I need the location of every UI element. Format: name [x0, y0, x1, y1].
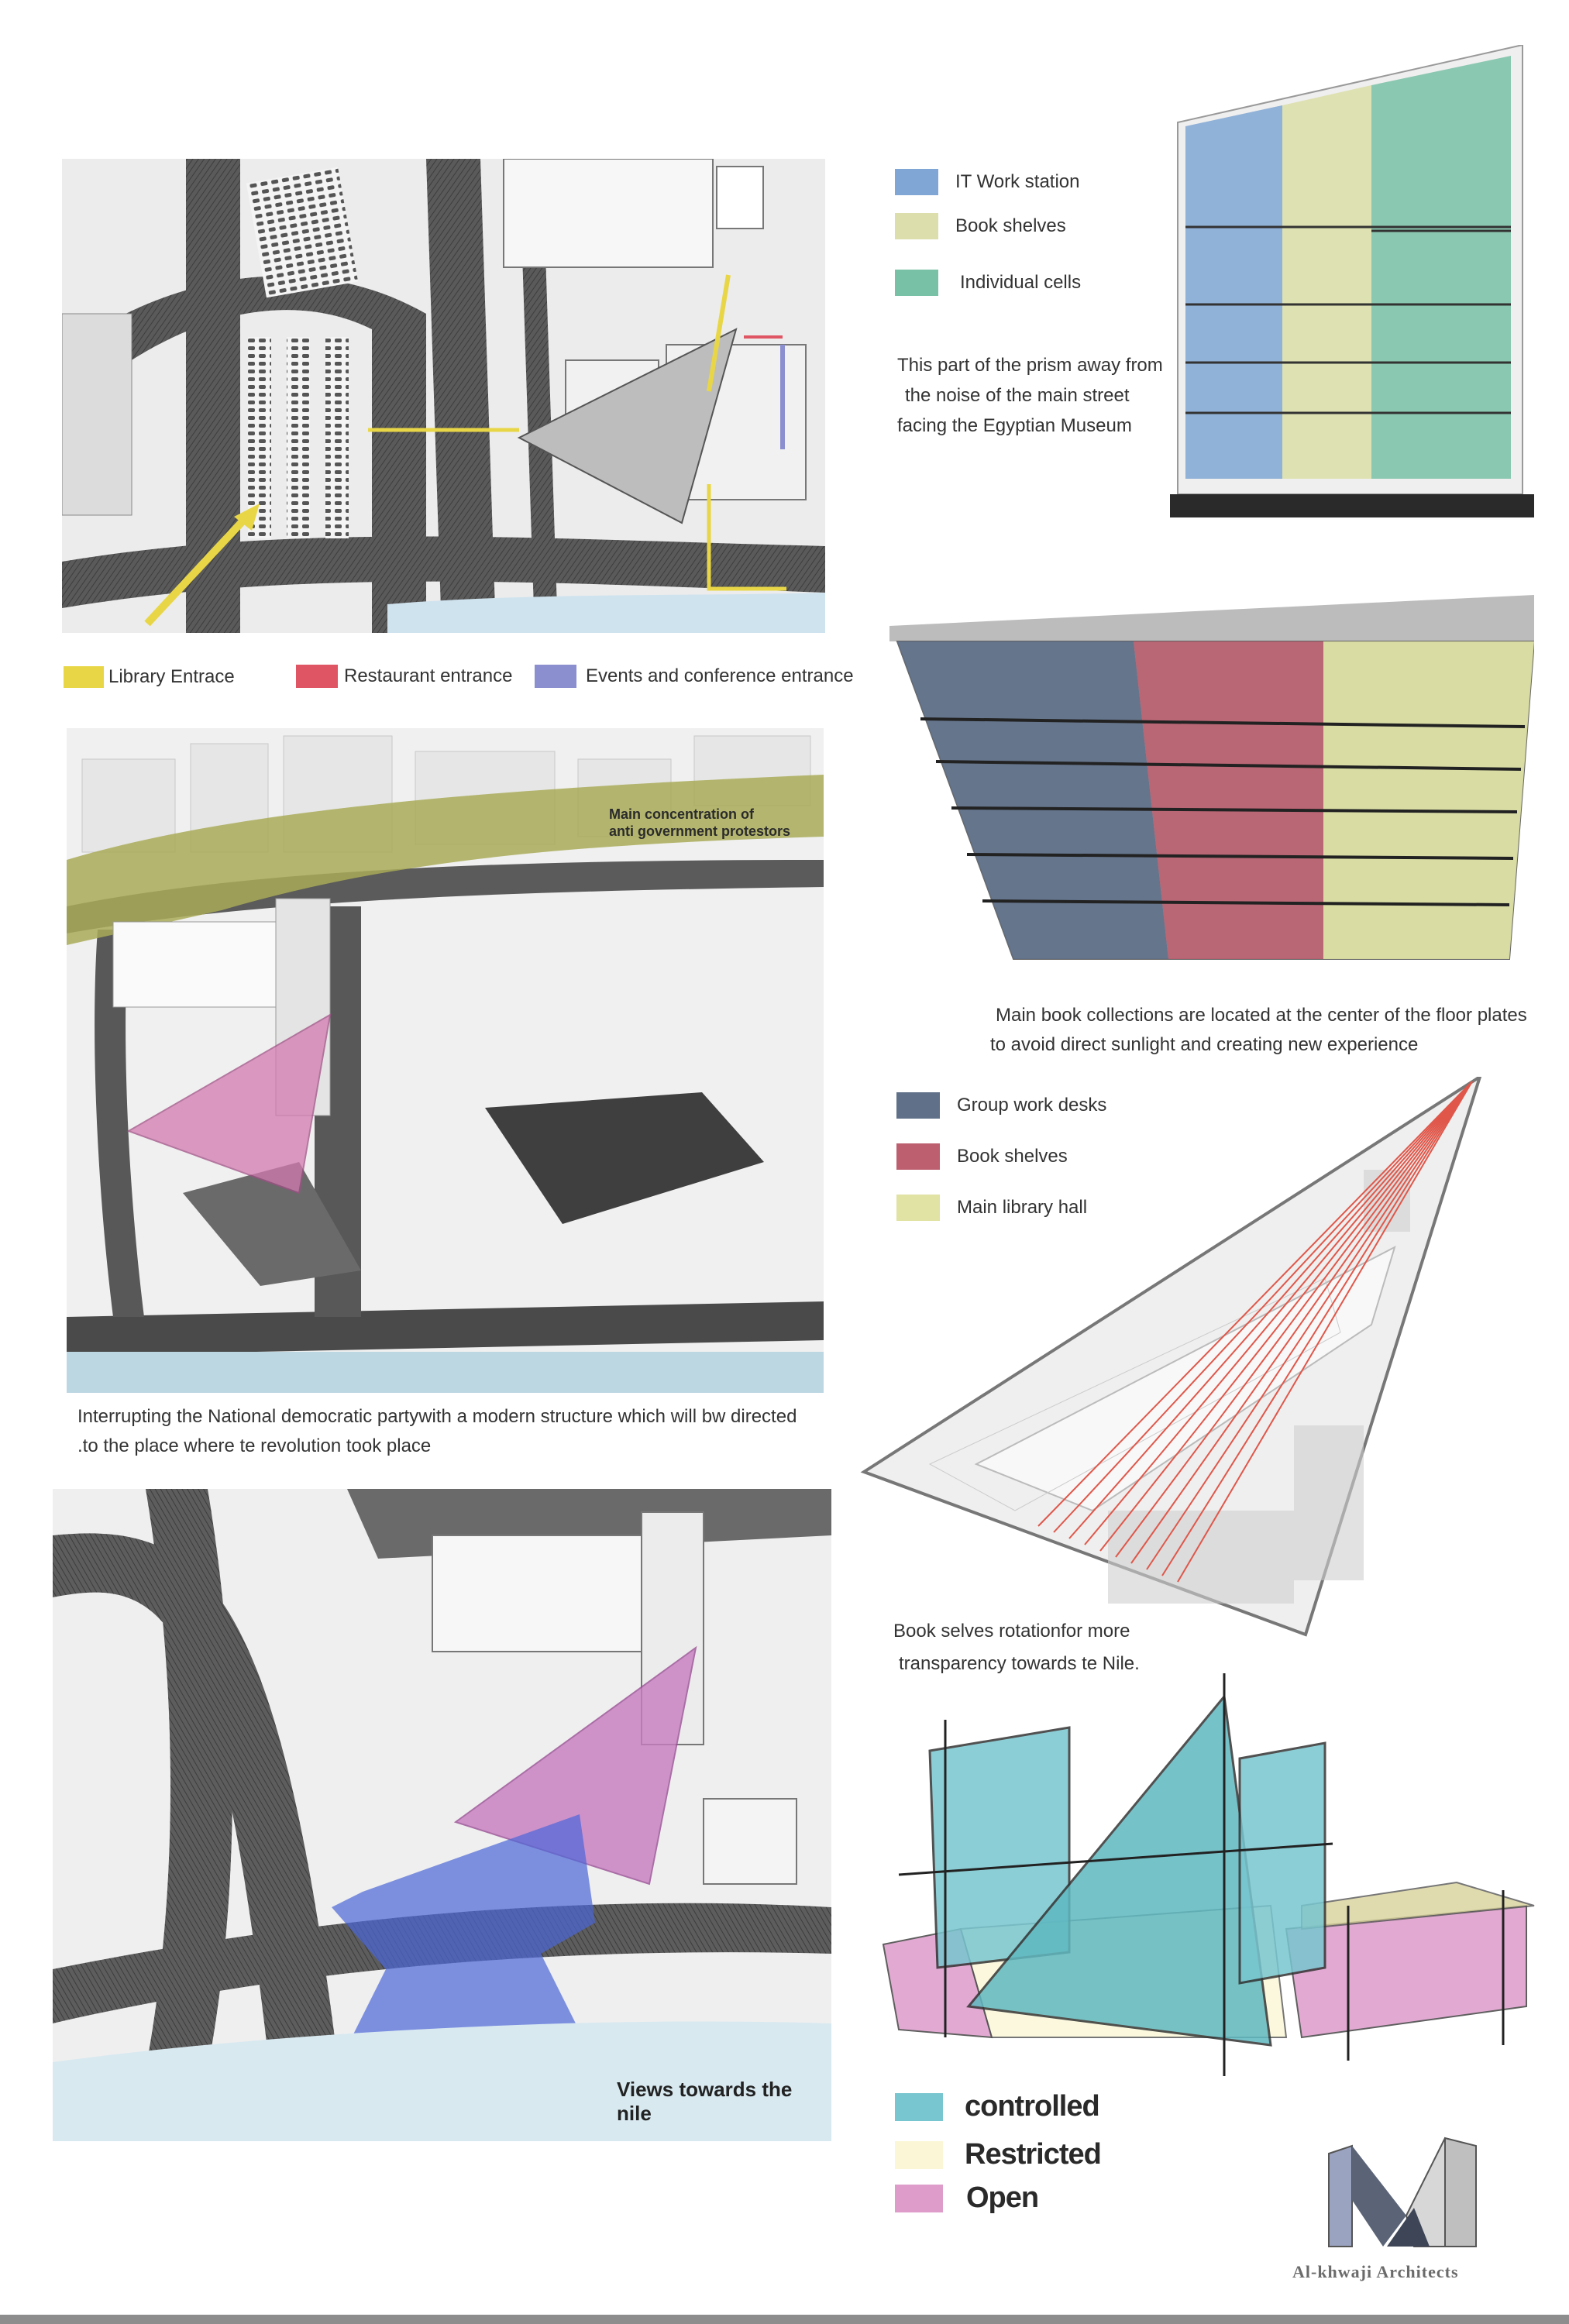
plan-description: Book selves rotationfor more transparenc…	[893, 1615, 1140, 1680]
protest-label-line1: Main concentration of	[609, 806, 755, 822]
swatch-restaurant	[296, 665, 338, 688]
section1-swatch-cells	[895, 270, 938, 296]
legend-events-label: Events and conference entrance	[586, 665, 854, 686]
section1-legend-cells: Individual cells	[895, 270, 1081, 296]
section1-description: This part of the prism away from the noi…	[897, 350, 1163, 441]
legend-restaurant-entrance: Restaurant entrance	[296, 665, 512, 688]
access-legend-controlled: controlled	[895, 2090, 1100, 2123]
site-plan-map	[62, 159, 825, 633]
access-massing-render	[868, 1673, 1542, 2076]
access-swatch-open	[895, 2184, 943, 2212]
access-label-open: Open	[966, 2181, 1039, 2214]
section2-label-desks: Group work desks	[957, 1095, 1107, 1116]
bottom-border	[0, 2315, 1569, 2324]
section1-label-shelves: Book shelves	[955, 215, 1066, 236]
section1-swatch-it	[895, 169, 938, 195]
nile-view-render: Views towards the nile	[53, 1489, 831, 2141]
legend-library-entrance: Library Entrace	[64, 666, 235, 688]
section1-drawing	[1170, 45, 1534, 517]
access-swatch-controlled	[895, 2092, 943, 2121]
section2-swatch-hall	[896, 1195, 940, 1221]
protest-caption-line2: .to the place where te revolution took p…	[77, 1435, 432, 1456]
floor-plan-render	[860, 1077, 1488, 1642]
section2-label-hall: Main library hall	[957, 1197, 1088, 1218]
access-legend-open: Open	[895, 2181, 1039, 2215]
section2-text-line2: to avoid direct sunlight and creating ne…	[990, 1034, 1419, 1055]
section1-text-line2: the noise of the main street	[905, 385, 1130, 406]
section1-text-line1: This part of the prism away from	[897, 355, 1163, 376]
section2-description: Main book collections are located at the…	[990, 1001, 1527, 1060]
site-plan-drawing	[62, 159, 825, 633]
plan-text-line1: Book selves rotationfor more	[893, 1621, 1130, 1642]
floor-plan-drawing	[860, 1077, 1482, 1637]
section2-text-line1: Main book collections are located at the…	[996, 1005, 1527, 1026]
nile-view-label: Views towards the nile	[617, 2078, 793, 2125]
section1-text-line3: facing the Egyptian Museum	[897, 415, 1132, 436]
protest-massing-drawing	[67, 728, 824, 1393]
section1-render	[1170, 45, 1534, 525]
protest-caption-line1: Interrupting the National democratic par…	[77, 1406, 797, 1427]
access-swatch-restricted	[895, 2140, 943, 2169]
legend-library-label: Library Entrace	[108, 666, 235, 687]
access-massing-drawing	[882, 1673, 1535, 2076]
swatch-events	[535, 665, 576, 688]
protest-caption: Interrupting the National democratic par…	[77, 1402, 797, 1461]
nile-view-drawing	[53, 1489, 831, 2141]
legend-events-entrance: Events and conference entrance	[535, 665, 854, 688]
plan-text-line2: transparency towards te Nile.	[899, 1653, 1140, 1674]
protest-label-line2: anti government protestors	[609, 823, 791, 839]
section2-legend-desks: Group work desks	[896, 1092, 1106, 1119]
firm-name: Al-khwaji Architects	[1292, 2262, 1459, 2281]
architect-logo-icon	[1328, 2137, 1477, 2247]
access-label-restricted: Restricted	[965, 2138, 1102, 2171]
section2-legend-hall: Main library hall	[896, 1195, 1087, 1221]
section1-swatch-shelves	[895, 213, 938, 239]
section1-legend-it: IT Work station	[895, 169, 1080, 195]
protest-label: Main concentration of anti government pr…	[609, 806, 790, 840]
section1-legend-shelves: Book shelves	[895, 213, 1066, 239]
section1-label-it: IT Work station	[955, 171, 1080, 192]
legend-restaurant-label: Restaurant entrance	[344, 665, 513, 686]
section2-swatch-shelves	[896, 1143, 940, 1170]
section2-render	[889, 595, 1534, 967]
section2-legend-shelves: Book shelves	[896, 1143, 1068, 1170]
firm-logo: Al-khwaji Architects	[1286, 2123, 1519, 2293]
section2-swatch-desks	[896, 1092, 940, 1119]
protest-massing-render: Main concentration of anti government pr…	[67, 728, 824, 1393]
access-legend-restricted: Restricted	[895, 2138, 1102, 2171]
section2-drawing	[889, 595, 1534, 960]
section1-label-cells: Individual cells	[960, 272, 1082, 293]
swatch-library	[64, 666, 104, 688]
section2-label-shelves: Book shelves	[957, 1146, 1068, 1167]
access-label-controlled: controlled	[965, 2090, 1100, 2123]
